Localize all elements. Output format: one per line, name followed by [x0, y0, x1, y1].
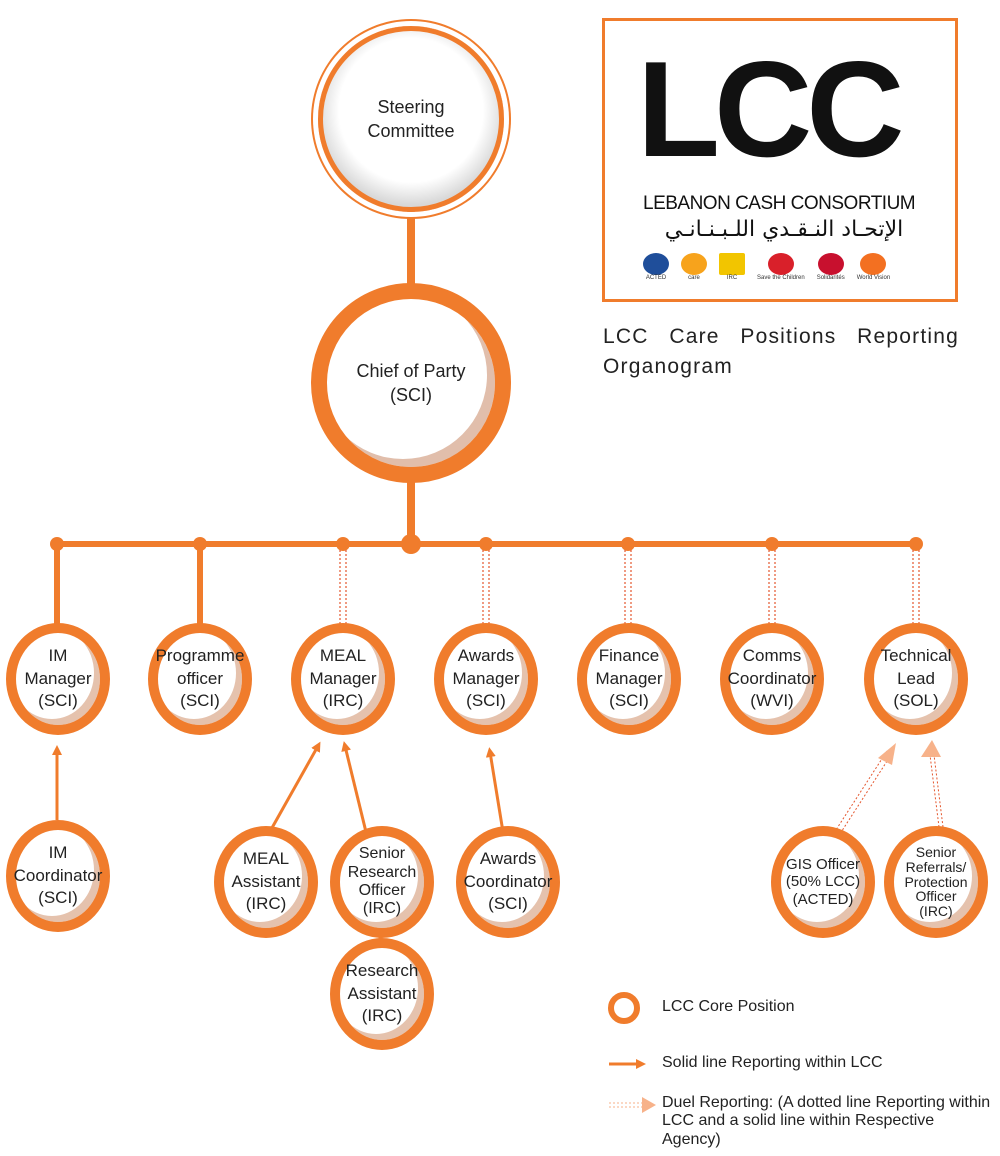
dotted-arrow-gis	[835, 754, 892, 841]
legend-dotted-line	[609, 1102, 642, 1108]
bus-node-dot	[336, 537, 350, 551]
legend-core-label: LCC Core Position	[662, 998, 795, 1015]
node-chief-of-party: Chief of Party(SCI)	[311, 283, 511, 483]
dotted-arrow-referrals	[929, 754, 941, 836]
legend-dotted-arrowhead	[642, 1097, 656, 1113]
bus-node-dot	[621, 537, 635, 551]
dotted-arrowhead-gis	[878, 743, 896, 765]
lcc-logo: LCC LEBANON CASH CONSORTIUM الإتحـاد الن…	[602, 18, 958, 302]
logo-name-arabic: الإتحـاد النـقـدي اللـبـنـانـي	[664, 217, 904, 242]
partner-logos: ACTED care IRC Save the Children Solidar…	[643, 253, 890, 281]
legend-core-icon	[608, 992, 640, 1024]
bus-node-dot	[479, 537, 493, 551]
arrow-senior-research	[341, 741, 368, 833]
node-gis-officer: GIS Officer(50% LCC)(ACTED)	[771, 826, 875, 938]
partner-logo-irc: IRC	[719, 253, 745, 281]
partner-logo-solidarites: Solidarités	[817, 253, 845, 281]
dotted-arrowhead-referrals	[921, 740, 941, 757]
logo-name-english: LEBANON CASH CONSORTIUM	[643, 193, 916, 214]
page-title: LCC Care Positions Reporting Organogram	[603, 325, 959, 379]
bus-node-dot	[401, 534, 421, 554]
partner-logo-save-the-children: Save the Children	[757, 253, 805, 281]
partner-logo-acted: ACTED	[643, 253, 669, 281]
bus-node-dot	[909, 537, 923, 551]
arrow-awards-coordinator	[485, 747, 505, 833]
legend-solid-label: Solid line Reporting within LCC	[662, 1054, 883, 1071]
partner-logo-care: care	[681, 253, 707, 281]
logo-acronym: LCC	[637, 33, 905, 185]
partner-logo-world-vision: World Vision	[857, 253, 890, 281]
legend-dual-label: Duel Reporting: (A dotted line Reporting…	[662, 1094, 991, 1148]
arrow-meal-assistant	[266, 741, 321, 836]
bus-node-dot	[765, 537, 779, 551]
